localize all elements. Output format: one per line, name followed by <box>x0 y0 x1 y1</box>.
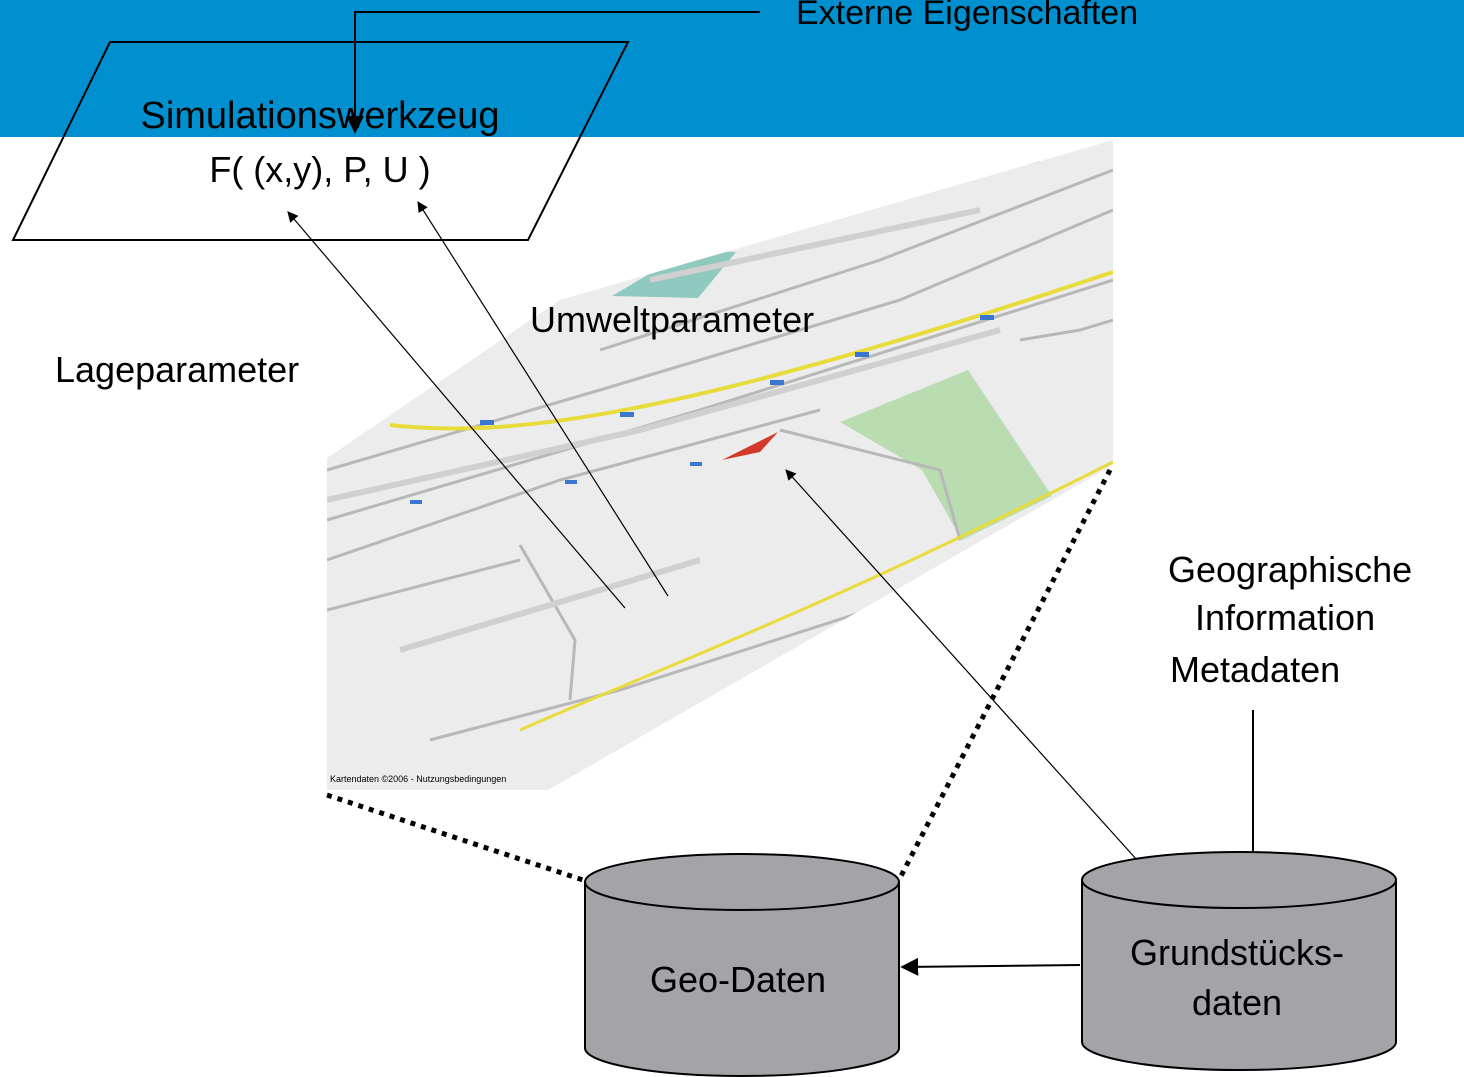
tool-formula: F( (x,y), P, U ) <box>209 149 430 190</box>
property-data-label-line-1: Grundstücks- <box>1130 932 1344 973</box>
header-band <box>0 0 1464 137</box>
map-marker-icon <box>722 432 778 460</box>
umwelt-arrow <box>417 201 669 597</box>
map-minor-streets <box>327 207 1001 653</box>
grund-to-geo-arrow <box>900 957 1081 976</box>
map-label-markers <box>410 315 994 504</box>
highway-shield-icon <box>824 173 866 203</box>
simulation-tool-plane <box>11 41 630 241</box>
header-title: Externe Eigenschaften <box>796 0 1138 32</box>
tool-title: Simulationswerkzeug <box>140 95 499 137</box>
lage-label: Lageparameter <box>55 349 299 390</box>
map-main-road <box>389 270 1113 431</box>
map-footer-text: Kartendaten ©2006 - Nutzungsbedingungen <box>330 774 506 784</box>
geo-info-line-3: Metadaten <box>1170 649 1340 690</box>
umwelt-label: Umweltparameter <box>530 299 814 340</box>
map-secondary-road <box>519 460 1113 732</box>
projection-line-left <box>326 792 584 883</box>
property-data-label-line-2: daten <box>1192 982 1282 1023</box>
grund-to-map-arrow <box>785 469 1156 881</box>
geo-data-label: Geo-Daten <box>650 959 826 1000</box>
geo-data-database: Geo-Daten <box>584 853 900 1077</box>
map-park-area <box>840 370 1052 540</box>
external-properties-connector <box>346 11 760 134</box>
geo-info-line-2: Information <box>1195 597 1375 638</box>
property-data-database: Grundstücks- daten <box>1081 851 1397 1071</box>
lage-arrow <box>287 211 626 609</box>
geo-info-line-1: Geographische <box>1168 549 1412 590</box>
geo-info-label: Geographische Information Metadaten <box>1168 549 1412 690</box>
map-layer: Kartendaten ©2006 - Nutzungsbedingungen <box>327 140 1113 790</box>
